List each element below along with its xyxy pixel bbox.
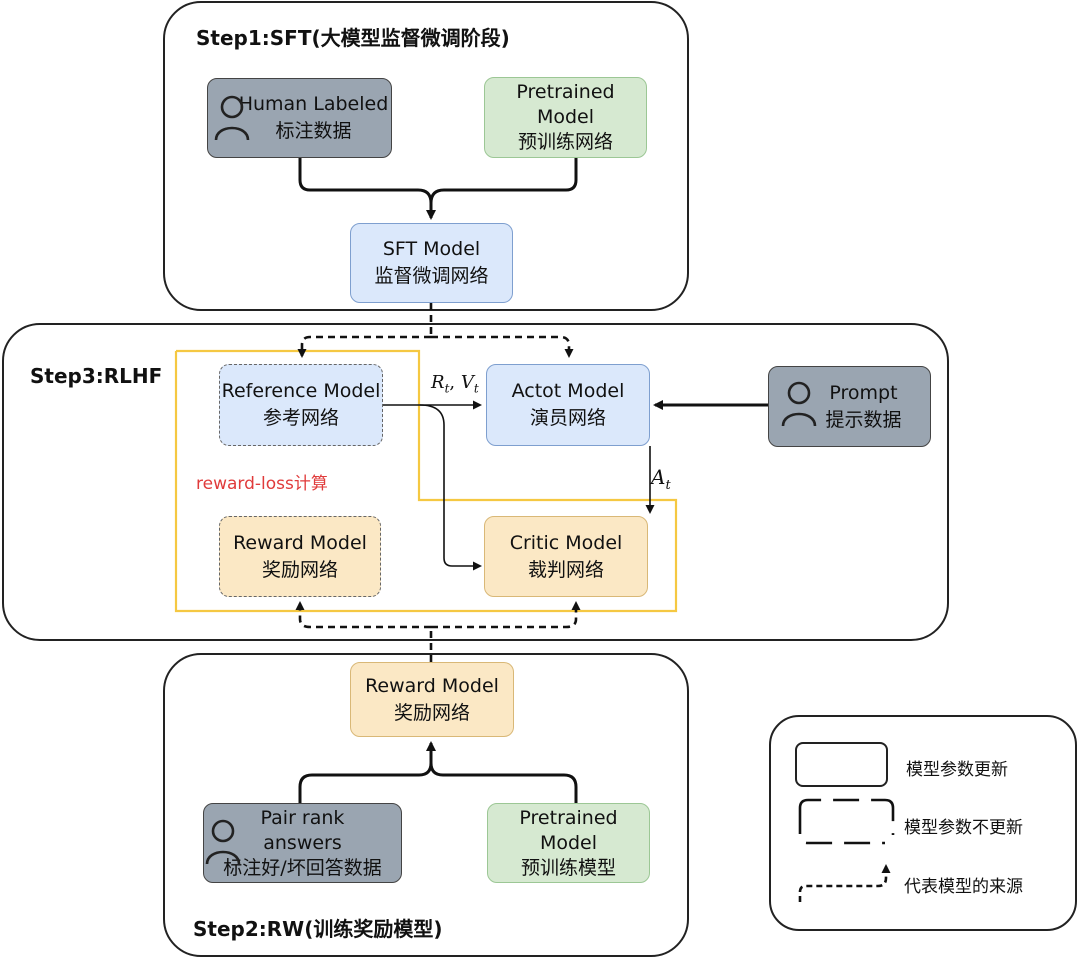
pretrained-model-rw-box: Pretrained Model 预训练模型 <box>487 803 650 883</box>
sft-line1: SFT Model <box>382 238 481 260</box>
step1-title: Step1:SFT(大模型监督微调阶段) <box>196 26 510 50</box>
pretrained-line1: Pretrained <box>516 81 615 103</box>
pretrained-rw-line2: Model <box>539 831 598 854</box>
critic-line2: 裁判网络 <box>527 558 604 581</box>
step2-title: Step2:RW(训练奖励模型) <box>193 917 443 941</box>
critic-line1: Critic Model <box>509 531 623 554</box>
reward-rw-line2: 奖励网络 <box>393 701 470 724</box>
pretrained-rw-line1: Pretrained <box>519 806 618 829</box>
v-symbol: V <box>460 372 474 393</box>
legend-panel <box>769 715 1077 931</box>
step3-title: Step3:RLHF <box>30 364 163 388</box>
reference-model-box: Reference Model 参考网络 <box>219 364 383 446</box>
critic-model-box: Critic Model 裁判网络 <box>484 516 648 597</box>
actor-model-box: Actot Model 演员网络 <box>486 364 650 446</box>
legend-source-text: 代表模型的来源 <box>904 877 1023 897</box>
reward-rw-line1: Reward Model <box>365 674 499 697</box>
legend-dashed-text: 模型参数不更新 <box>904 818 1023 838</box>
human-labeled-line1: Human Labeled <box>238 93 389 115</box>
pair-rank-box: Pair rank answers 标注好/坏回答数据 <box>203 803 402 883</box>
prompt-box: Prompt 提示数据 <box>768 366 931 447</box>
rv-comma: , <box>449 372 456 393</box>
person-icon <box>205 819 241 865</box>
v-subscript: t <box>473 381 479 396</box>
reward-rlhf-line2: 奖励网络 <box>261 558 338 581</box>
r-symbol: R <box>431 372 445 393</box>
reference-line2: 参考网络 <box>262 407 339 429</box>
reward-model-rlhf-box: Reward Model 奖励网络 <box>219 516 381 597</box>
legend-solid-text: 模型参数更新 <box>906 760 1008 780</box>
pair-rank-line2: answers <box>263 831 342 854</box>
legend-solid-symbol <box>795 742 888 787</box>
legend-dashed-symbol <box>798 798 895 845</box>
sft-source-connector <box>302 303 433 356</box>
pretrained-rw-line3: 预训练模型 <box>520 856 616 879</box>
reward-rlhf-line1: Reward Model <box>233 531 367 554</box>
pair-rank-line3: 标注好/坏回答数据 <box>223 856 382 879</box>
a-subscript: t <box>665 478 671 493</box>
person-icon <box>781 381 817 427</box>
pair-to-reward-connector <box>298 741 436 803</box>
rv-label: Rt, Vt <box>431 372 479 396</box>
human-labeled-line2: 标注数据 <box>275 120 352 142</box>
pretrained-line3: 预训练网络 <box>517 131 613 153</box>
human-labeled-box: Human Labeled 标注数据 <box>207 78 392 158</box>
sft-model-box: SFT Model 监督微调网络 <box>350 223 513 303</box>
legend-source-symbol <box>798 864 891 902</box>
rw-source-connector <box>300 603 433 662</box>
prompt-line2: 提示数据 <box>825 408 902 431</box>
pretrained-model-box: Pretrained Model 预训练网络 <box>484 77 647 158</box>
human-to-sft-connector <box>298 158 436 220</box>
pretrained-line2: Model <box>536 106 595 128</box>
a-label: At <box>651 465 671 493</box>
a-symbol: A <box>651 465 666 489</box>
reward-loss-label: reward-loss计算 <box>196 474 328 494</box>
pair-rank-line1: Pair rank <box>260 806 345 829</box>
reference-to-critic-arrow <box>419 404 482 571</box>
reference-line1: Reference Model <box>221 380 381 402</box>
sft-line2: 监督微调网络 <box>374 265 489 287</box>
prompt-line1: Prompt <box>829 381 898 404</box>
actor-line2: 演员网络 <box>529 407 606 429</box>
r-subscript: t <box>444 381 450 396</box>
actor-line1: Actot Model <box>511 380 625 402</box>
reward-model-rw-box: Reward Model 奖励网络 <box>350 662 514 737</box>
person-icon <box>214 95 250 141</box>
